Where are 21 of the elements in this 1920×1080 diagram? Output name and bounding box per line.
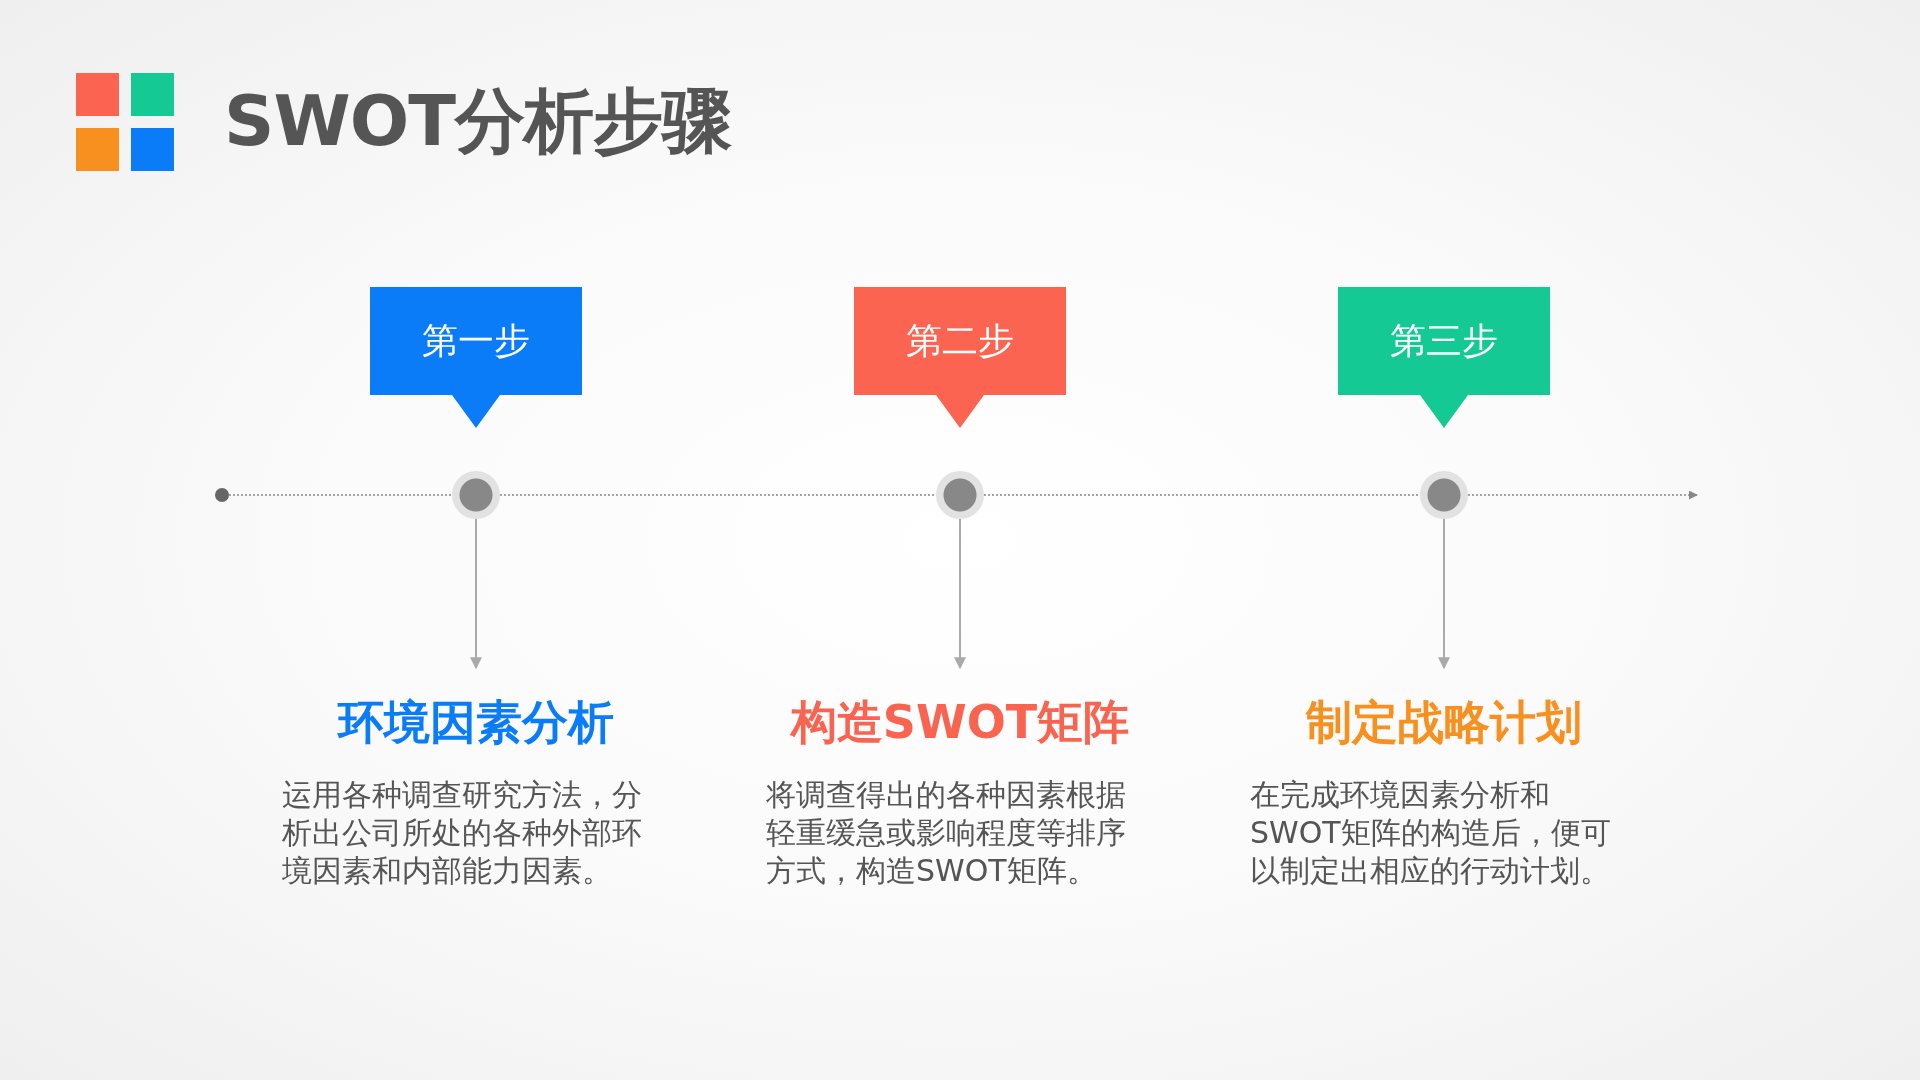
callout-box: 第二步 [854,287,1066,428]
callout-box: 第三步 [1338,287,1550,428]
step-heading: 环境因素分析 [336,694,615,750]
connector-line [228,494,453,496]
connector-line [499,494,937,496]
step-heading: 制定战略计划 [1304,694,1583,750]
step-description: 运用各种调查研究方法，分析出公司所处的各种外部环境因素和内部能力因素。 [282,776,643,890]
timeline-dot [215,488,229,502]
arrow [470,518,482,670]
timeline-node [936,471,984,519]
timeline-node [1420,471,1468,519]
step-description: 将调查得出的各种因素根据轻重缓急或影响程度等排序方式，构造SWOT矩阵。 [766,776,1127,890]
arrow [1467,490,1698,500]
step-description: 在完成环境因素分析和SWOT矩阵的构造后，便可以制定出相应的行动计划。 [1250,776,1612,890]
arrow [954,518,966,670]
arrow [1438,518,1450,670]
timeline-node [452,471,500,519]
title: SWOT分析步骤 [224,79,731,164]
callout-box: 第一步 [370,287,582,428]
step-heading: 构造SWOT矩阵 [789,694,1131,750]
connector-line [983,494,1421,496]
